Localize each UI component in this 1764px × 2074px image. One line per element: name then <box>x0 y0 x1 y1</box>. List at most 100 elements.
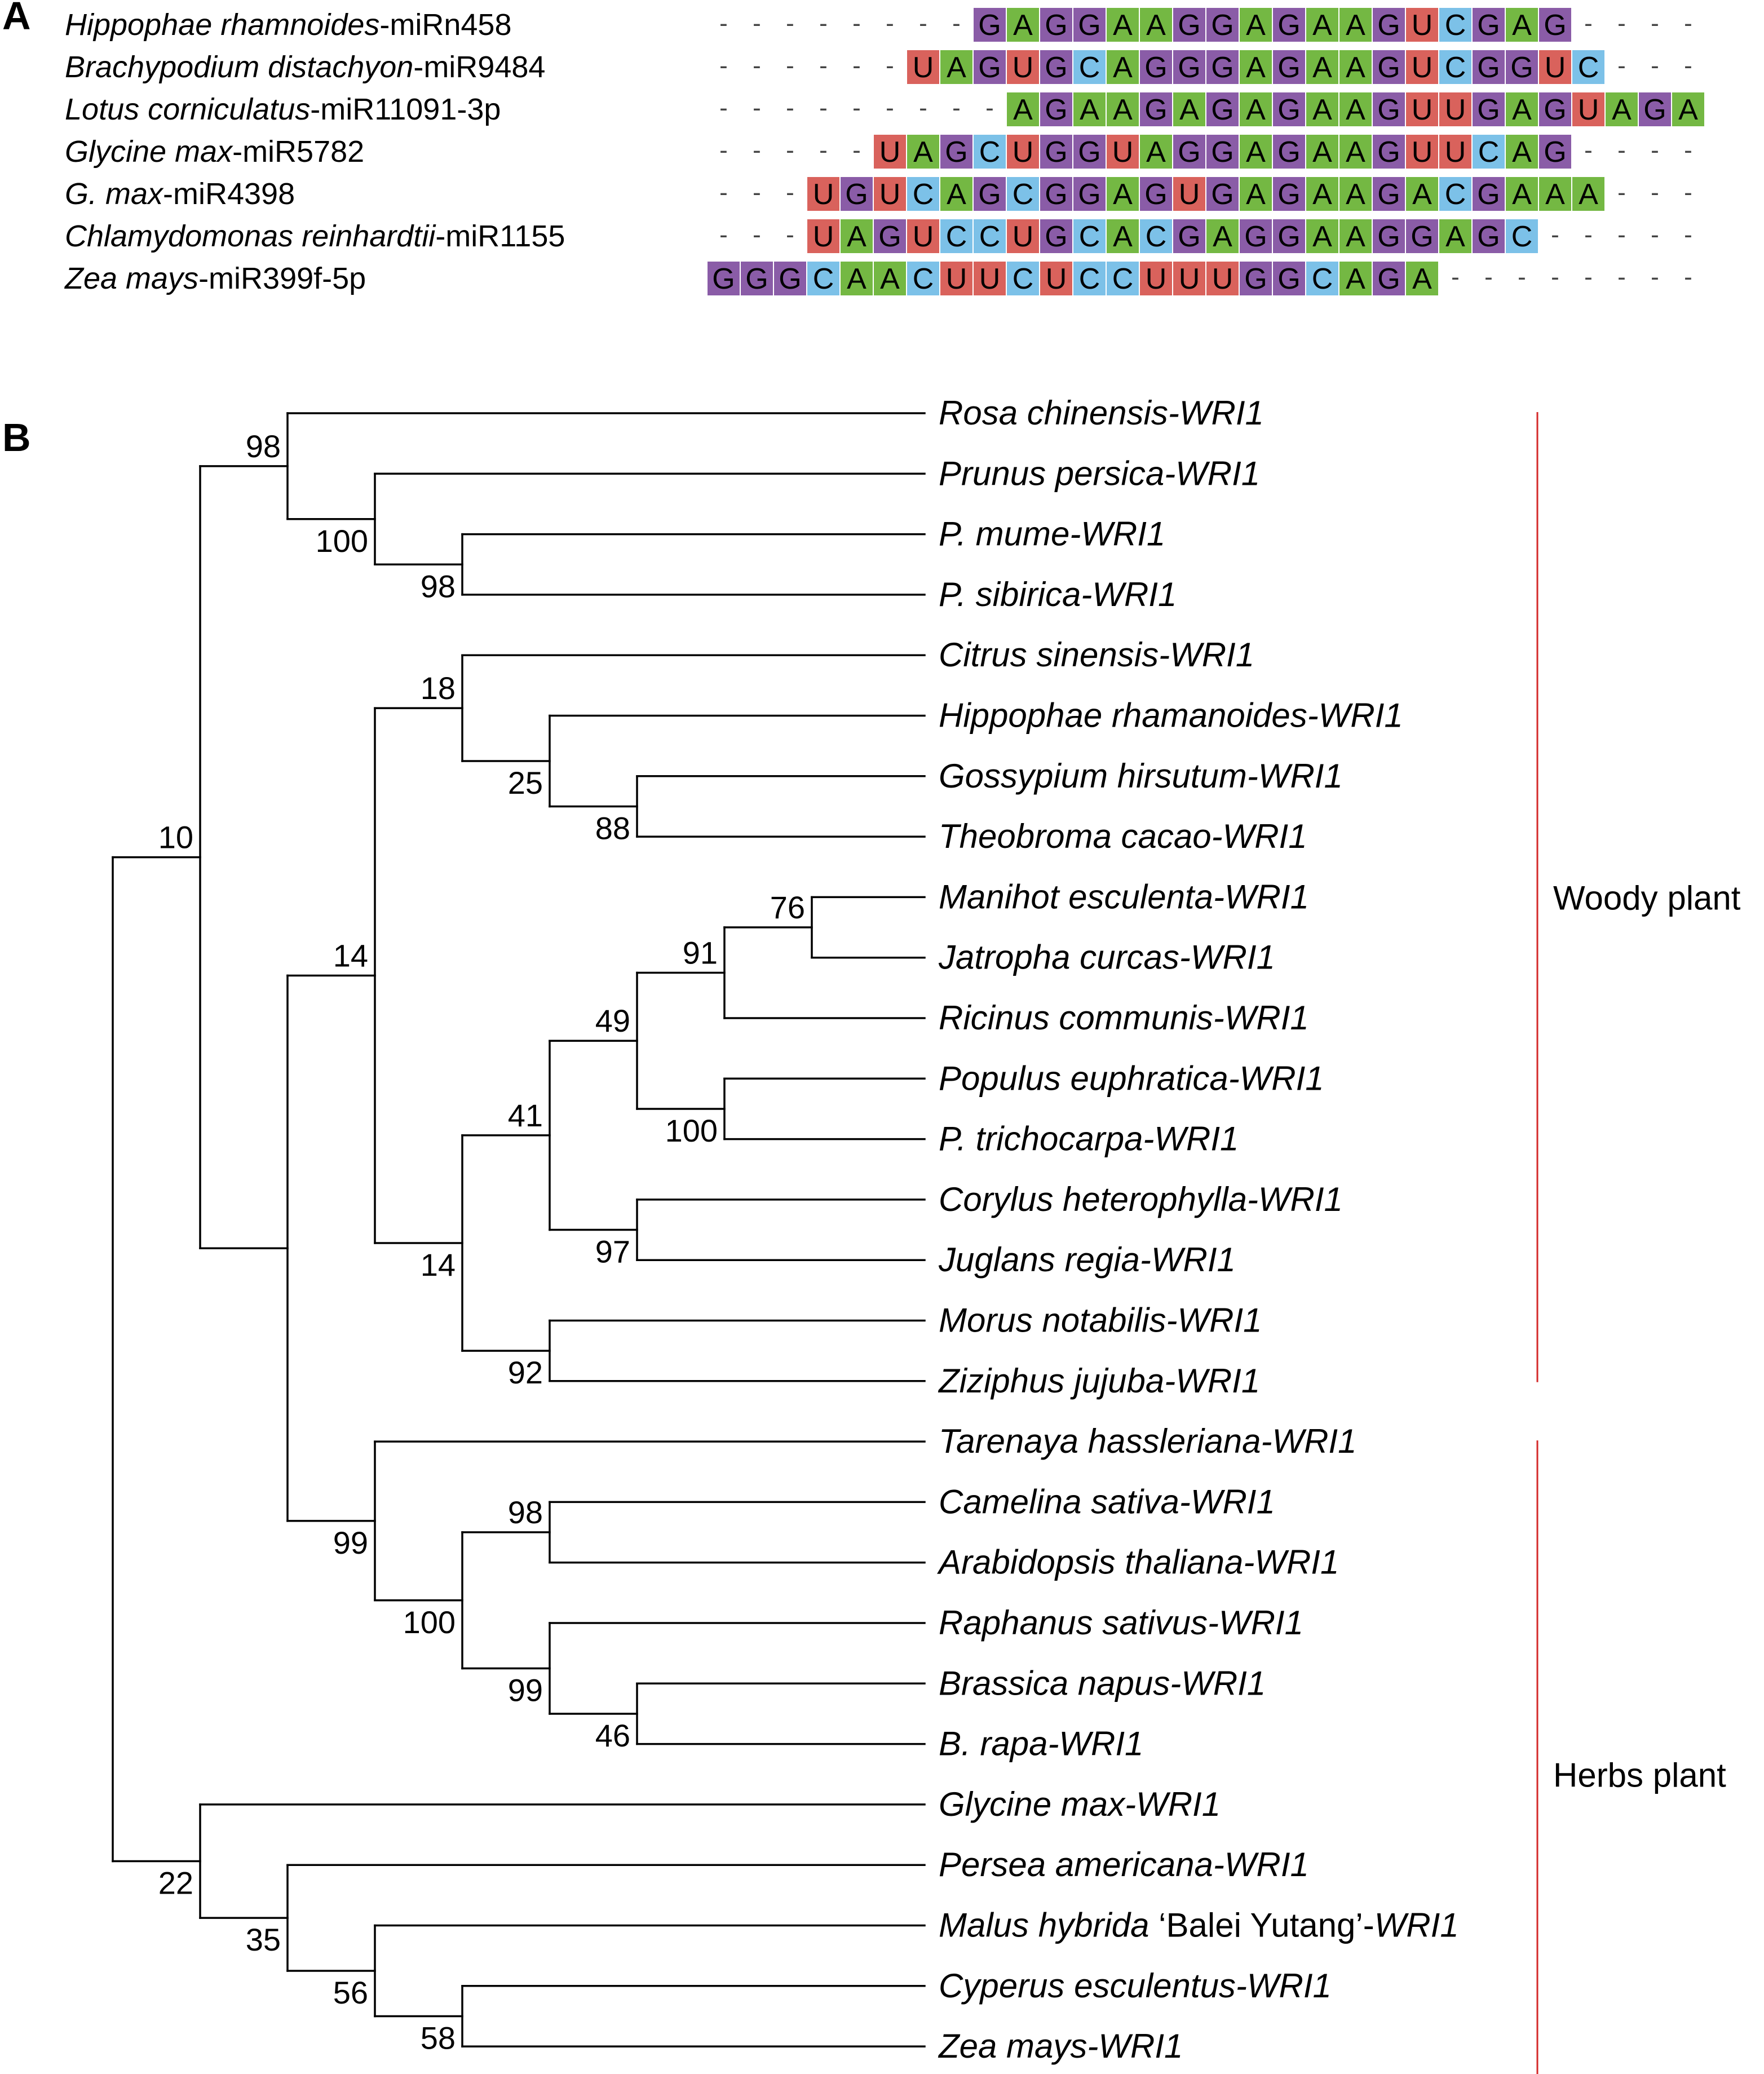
nucleotide-cell <box>1506 8 1538 42</box>
nucleotide-letter: G <box>1277 94 1300 126</box>
nucleotide-cell <box>1339 262 1372 295</box>
nucleotide-letter: G <box>1544 136 1566 169</box>
nucleotide-cell <box>1007 135 1039 169</box>
nucleotide-cell <box>1339 135 1372 169</box>
nucleotide-cell <box>974 135 1006 169</box>
taxon-name: Ziziphus jujuba-WRI1 <box>938 1362 1260 1400</box>
nucleotide-cell <box>1539 8 1571 42</box>
nucleotide-cell <box>1040 219 1072 253</box>
nucleotide-cell <box>1040 135 1072 169</box>
nucleotide-letter: C <box>1013 178 1034 211</box>
nucleotide-letter: G <box>712 263 735 295</box>
alignment-gap: - <box>753 221 761 249</box>
alignment-gap: - <box>786 52 794 79</box>
alignment-gap: - <box>852 10 861 37</box>
species-name: Glycine max <box>65 135 233 169</box>
nucleotide-letter: A <box>1113 51 1133 84</box>
nucleotide-letter: G <box>1045 94 1067 126</box>
nucleotide-cell <box>1539 92 1571 126</box>
mirna-name: Brachypodium distachyon-miR9484 <box>65 50 545 84</box>
nucleotide-cell <box>1206 262 1239 295</box>
nucleotide-letter: U <box>1013 220 1034 253</box>
taxon-label: P. sibirica-WRI1 <box>939 576 1177 613</box>
mirna-id: -miR9484 <box>413 50 545 84</box>
nucleotide-cell <box>1373 219 1405 253</box>
nucleotide-letter: U <box>1445 136 1466 169</box>
nucleotide-letter: G <box>845 178 868 211</box>
nucleotide-letter: A <box>1246 136 1266 169</box>
alignment-gap: - <box>1651 136 1659 164</box>
nucleotide-cell <box>1007 8 1039 42</box>
nucleotide-cell <box>1140 219 1172 253</box>
alignment-gap: - <box>852 52 861 79</box>
species-name: G. max <box>65 177 164 211</box>
nucleotide-letter: G <box>1144 51 1167 84</box>
taxon-label: Zea mays-WRI1 <box>938 2027 1183 2065</box>
nucleotide-cell <box>1040 177 1072 211</box>
nucleotide-cell <box>1306 92 1338 126</box>
nucleotide-letter: G <box>1377 94 1400 126</box>
nucleotide-letter: U <box>1545 51 1566 84</box>
bootstrap-value: 98 <box>421 568 456 604</box>
nucleotide-cell <box>1406 177 1438 211</box>
nucleotide-cell <box>1173 219 1205 253</box>
nucleotide-cell <box>1140 92 1172 126</box>
mirna-id: -miR399f-5p <box>198 262 366 295</box>
nucleotide-cell <box>1273 50 1305 84</box>
panel-a-letter: A <box>2 0 31 38</box>
nucleotide-cell <box>1107 177 1139 211</box>
nucleotide-cell <box>907 177 939 211</box>
nucleotide-letter: G <box>1211 94 1234 126</box>
nucleotide-cell <box>1306 262 1338 295</box>
nucleotide-letter: G <box>1477 220 1500 253</box>
nucleotide-letter: A <box>1312 94 1332 126</box>
alignment-gap: - <box>719 94 728 122</box>
alignment-gap: - <box>719 52 728 79</box>
nucleotide-cell <box>1473 8 1505 42</box>
nucleotide-cell <box>1206 177 1239 211</box>
nucleotide-letter: G <box>1211 51 1234 84</box>
nucleotide-cell <box>1339 177 1372 211</box>
taxon-name: Cyperus esculentus-WRI1 <box>939 1967 1332 2005</box>
nucleotide-letter: A <box>1612 94 1632 126</box>
nucleotide-letter: G <box>1078 136 1100 169</box>
nucleotide-cell <box>774 262 806 295</box>
nucleotide-letter: G <box>945 136 967 169</box>
nucleotide-letter: G <box>1477 51 1500 84</box>
species-name: Hippophae rhamnoides <box>65 8 379 42</box>
nucleotide-letter: A <box>1346 178 1365 211</box>
panel-b-phylogeny: B 10981009814182588144149917610097929910… <box>2 394 1741 2074</box>
alignment-gap: - <box>1684 179 1692 206</box>
nucleotide-cell <box>1273 135 1305 169</box>
nucleotide-letter: G <box>1477 178 1500 211</box>
alignment-gap: - <box>819 52 828 79</box>
nucleotide-cell <box>1140 177 1172 211</box>
nucleotide-cell <box>1439 50 1471 84</box>
nucleotide-letter: G <box>745 263 768 295</box>
nucleotide-letter: U <box>1578 94 1599 126</box>
taxon-name: Hippophae rhamanoides-WRI1 <box>939 697 1403 735</box>
nucleotide-cell <box>1107 135 1139 169</box>
nucleotide-letter: G <box>1178 9 1200 42</box>
nucleotide-letter: G <box>1045 178 1067 211</box>
nucleotide-letter: G <box>1544 9 1566 42</box>
nucleotide-cell <box>708 262 740 295</box>
taxon-label: P. mume-WRI1 <box>939 515 1165 553</box>
nucleotide-cell <box>1107 92 1139 126</box>
taxon-label: Populus euphratica-WRI1 <box>939 1059 1324 1097</box>
nucleotide-letter: C <box>1578 51 1599 84</box>
alignment-gap: - <box>952 10 961 37</box>
nucleotide-cell <box>1206 50 1239 84</box>
bootstrap-value: 18 <box>421 670 456 706</box>
taxon-label: Cyperus esculentus-WRI1 <box>939 1967 1332 2005</box>
nucleotide-letter: U <box>1179 178 1200 211</box>
nucleotide-letter: U <box>1412 9 1433 42</box>
nucleotide-cell <box>1240 177 1272 211</box>
nucleotide-cell <box>1173 8 1205 42</box>
nucleotide-cell <box>1173 262 1205 295</box>
nucleotide-cell <box>1373 135 1405 169</box>
nucleotide-letter: C <box>1478 136 1500 169</box>
alignment-gap: - <box>852 136 861 164</box>
